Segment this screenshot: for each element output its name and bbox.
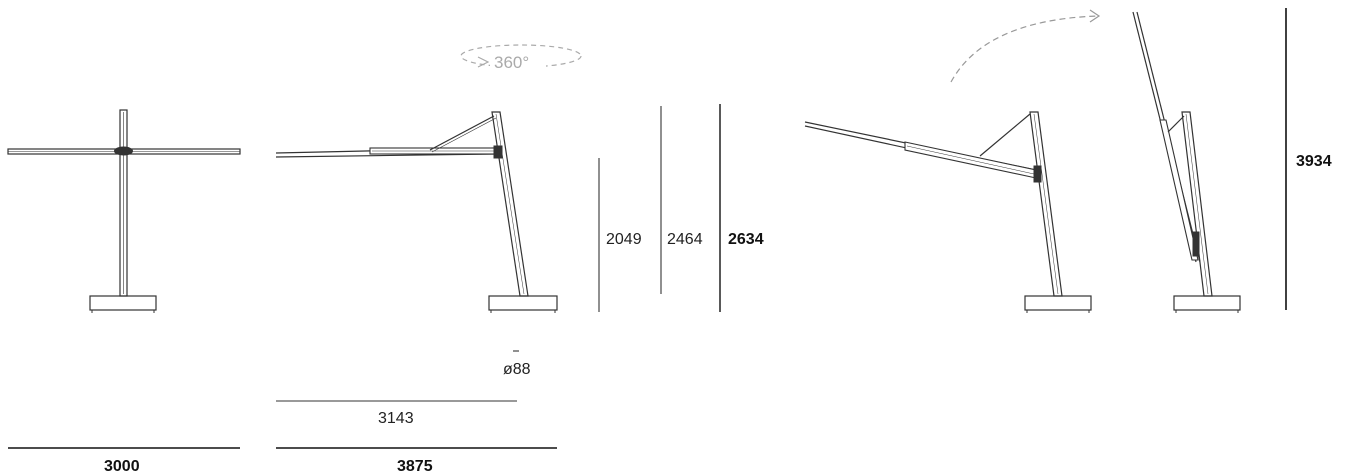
rotation-label: 360° <box>494 53 529 72</box>
side-strut <box>429 115 495 151</box>
side-view <box>275 111 558 313</box>
height-dimensions <box>598 104 721 312</box>
front-base <box>89 295 157 311</box>
upright-view <box>1132 11 1241 313</box>
tilted-view <box>804 111 1092 313</box>
front-hub <box>114 146 133 156</box>
tilted-strut <box>979 113 1031 157</box>
height-2464-label: 2464 <box>667 231 703 248</box>
tilt-arrow-icon <box>950 15 1099 83</box>
upright-base <box>1173 295 1241 311</box>
upright-strut <box>1167 115 1185 133</box>
height-2634-label: 2634 <box>728 231 764 248</box>
rotation-indicator: 360° <box>460 44 582 72</box>
front-view <box>7 109 241 313</box>
pole-diameter-label: ø88 <box>503 361 531 378</box>
side-width-label: 3875 <box>397 458 433 475</box>
side-base <box>488 295 558 311</box>
front-width-label: 3000 <box>104 458 140 475</box>
arm-reach-label: 3143 <box>378 410 414 427</box>
rotation-arrow-icon <box>460 44 582 68</box>
height-3934-label: 3934 <box>1296 153 1332 170</box>
height-2049-label: 2049 <box>606 231 642 248</box>
tilted-base <box>1024 295 1092 311</box>
